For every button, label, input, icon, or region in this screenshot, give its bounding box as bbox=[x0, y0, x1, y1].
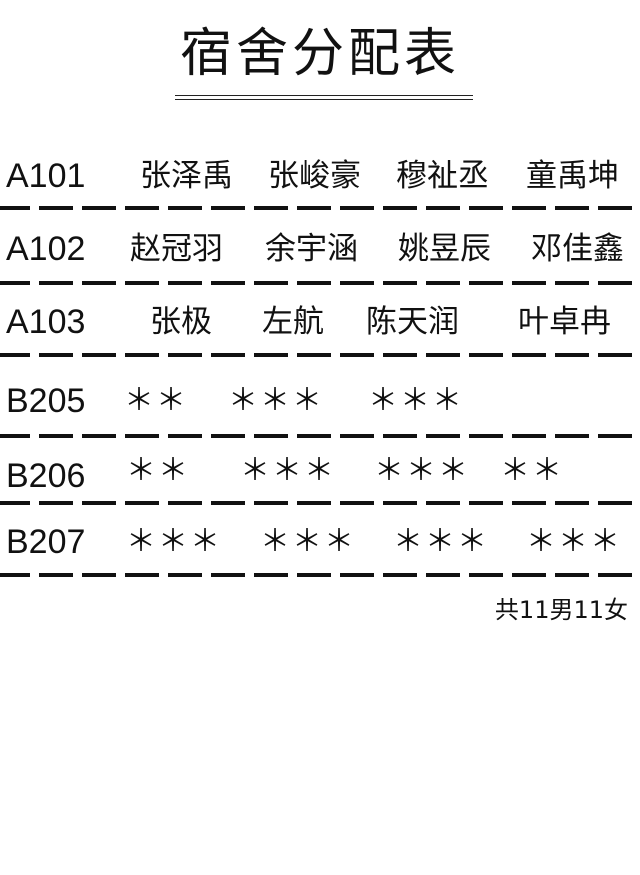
room-row-b205: B205 ＊＊ ＊＊＊ ＊＊＊ bbox=[0, 379, 640, 423]
dashed-divider bbox=[0, 434, 640, 438]
masked-name: ＊＊＊ bbox=[393, 524, 489, 559]
dashed-divider bbox=[0, 281, 640, 285]
summary-note: 共11男11女 bbox=[494, 596, 628, 624]
room-row-a103: A103 张极 左航 陈天润 叶卓冉 bbox=[0, 300, 640, 344]
member-name: 叶卓冉 bbox=[518, 304, 611, 340]
room-number: A103 bbox=[6, 303, 86, 341]
member-name: 童禹坤 bbox=[526, 158, 619, 194]
room-number: A101 bbox=[6, 157, 86, 195]
room-row-a102: A102 赵冠羽 余宇涵 姚昱辰 邓佳鑫 bbox=[0, 227, 640, 271]
masked-name: ＊＊ bbox=[124, 383, 188, 418]
masked-name: ＊＊ bbox=[500, 453, 564, 488]
room-number: A102 bbox=[6, 230, 86, 268]
masked-name: ＊＊ bbox=[126, 453, 190, 488]
room-row-b207: B207 ＊＊＊ ＊＊＊ ＊＊＊ ＊＊＊ bbox=[0, 520, 640, 564]
member-name: 张峻豪 bbox=[268, 158, 361, 194]
masked-name: ＊＊＊ bbox=[228, 383, 324, 418]
member-name: 陈天润 bbox=[366, 304, 459, 340]
title-underline bbox=[175, 99, 473, 100]
room-number: B205 bbox=[6, 382, 86, 420]
masked-name: ＊＊＊ bbox=[526, 524, 622, 559]
dashed-divider bbox=[0, 501, 640, 505]
member-name: 张泽禹 bbox=[140, 158, 233, 194]
masked-name: ＊＊＊ bbox=[240, 453, 336, 488]
member-name: 穆祉丞 bbox=[396, 158, 489, 194]
room-number: B206 bbox=[6, 457, 86, 495]
member-name: 姚昱辰 bbox=[398, 231, 491, 267]
masked-name: ＊＊＊ bbox=[126, 524, 222, 559]
room-row-b206: B206 ＊＊ ＊＊＊ ＊＊＊ ＊＊ bbox=[0, 449, 640, 495]
member-name: 余宇涵 bbox=[265, 231, 358, 267]
title-underline bbox=[175, 95, 473, 96]
dashed-divider bbox=[0, 573, 640, 577]
masked-name: ＊＊＊ bbox=[260, 524, 356, 559]
room-number: B207 bbox=[6, 523, 86, 561]
member-name: 左航 bbox=[262, 304, 324, 340]
dashed-divider bbox=[0, 206, 640, 210]
masked-name: ＊＊＊ bbox=[368, 383, 464, 418]
member-name: 张极 bbox=[150, 304, 212, 340]
masked-name: ＊＊＊ bbox=[374, 453, 470, 488]
member-name: 赵冠羽 bbox=[130, 231, 223, 267]
dashed-divider bbox=[0, 353, 640, 357]
page-title: 宿舍分配表 bbox=[179, 24, 460, 84]
room-row-a101: A101 张泽禹 张峻豪 穆祉丞 童禹坤 bbox=[0, 154, 640, 198]
member-name: 邓佳鑫 bbox=[531, 231, 624, 267]
